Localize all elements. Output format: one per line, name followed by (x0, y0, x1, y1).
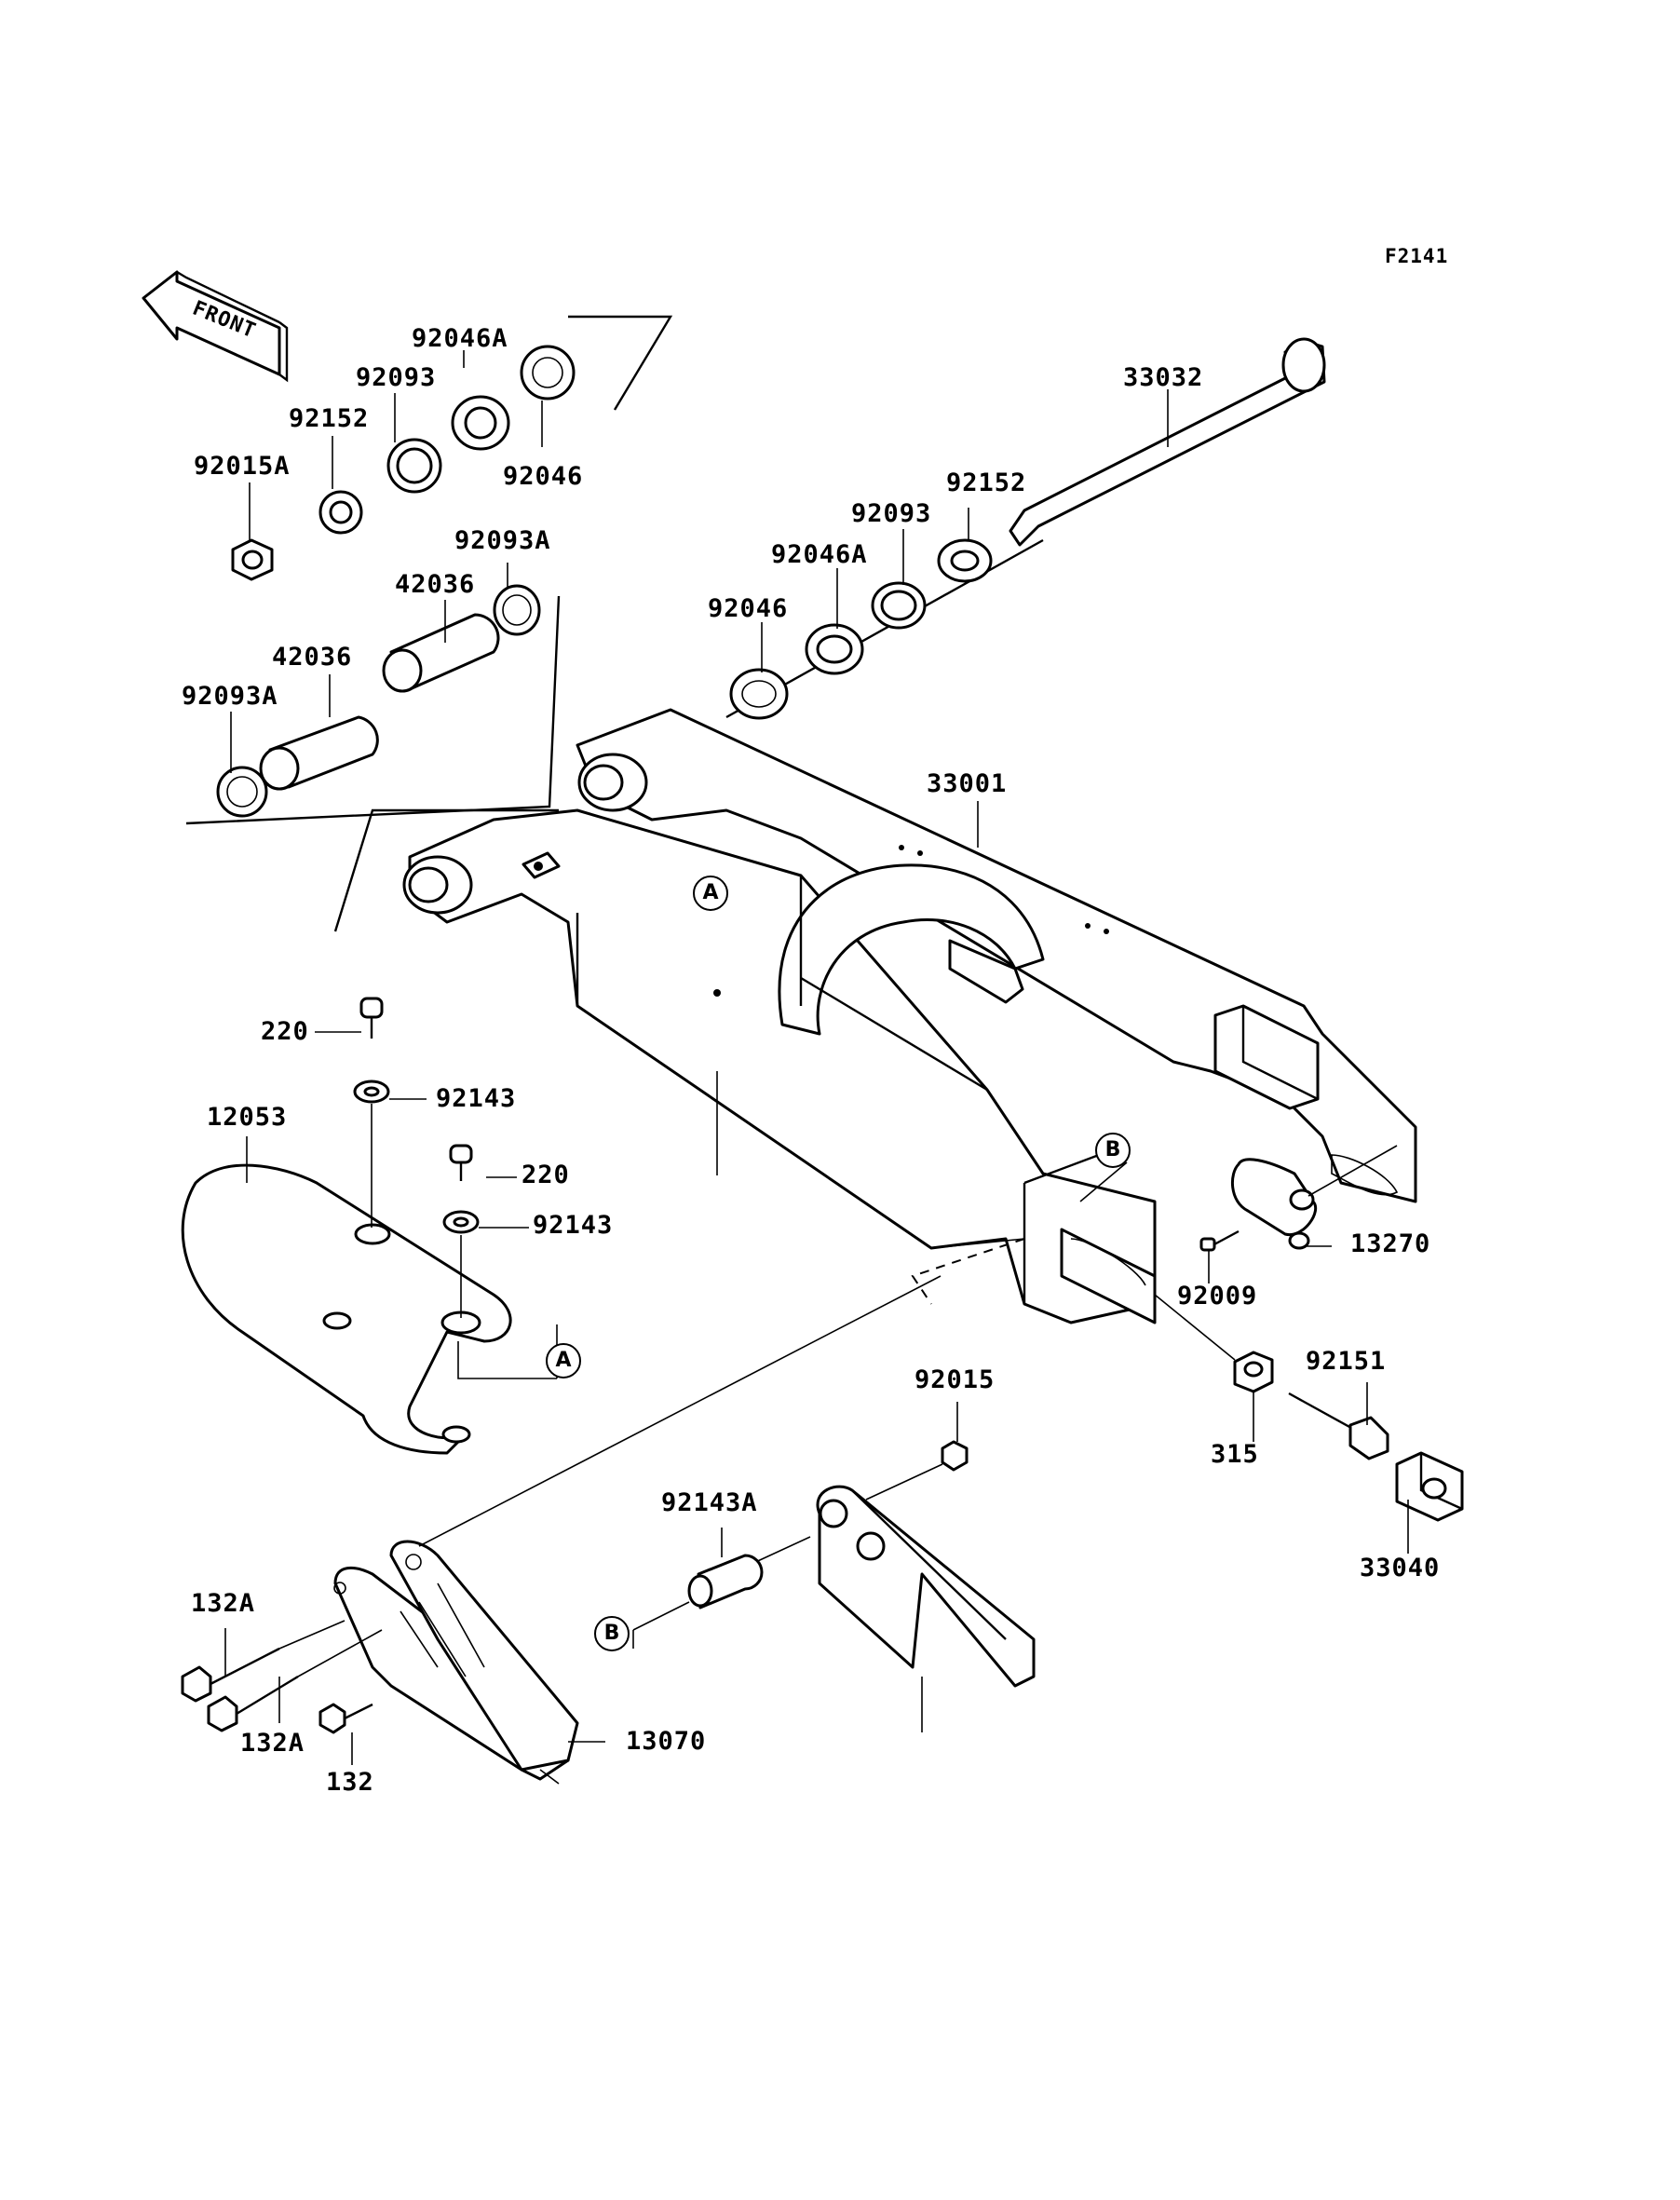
part-label: 92143 (436, 1084, 517, 1113)
chain-guide-ref-rear-hub (632, 1440, 1036, 1732)
figure-code: F2141 (1385, 245, 1449, 267)
part-label: 92093A (454, 526, 551, 555)
part-label: 33001 (927, 769, 1008, 798)
screws-220-washers-92143 (353, 997, 558, 1379)
callout-b: B (1095, 1133, 1131, 1168)
part-label: 42036 (395, 570, 476, 599)
part-label: 92046A (771, 540, 868, 569)
front-arrow-icon (142, 270, 289, 383)
part-label: 132A (240, 1729, 305, 1758)
part-label: 92093A (182, 682, 278, 711)
pivot-seal-parts-left (231, 345, 576, 581)
part-label: 92143 (533, 1211, 614, 1240)
part-label: 92151 (1306, 1347, 1387, 1376)
part-label: 92009 (1177, 1282, 1258, 1310)
part-label: 92143A (661, 1488, 758, 1517)
callout-a: A (693, 876, 728, 911)
part-label: 92093 (851, 499, 932, 528)
part-label: 315 (1211, 1440, 1259, 1469)
part-label: 92046A (412, 324, 508, 353)
cover-13270 (1199, 1145, 1398, 1252)
collars-42036 (216, 584, 541, 818)
part-label: 92093 (356, 363, 437, 392)
chain-guide-13070 (181, 1275, 942, 1785)
adjuster-parts (1154, 1294, 1464, 1522)
part-label: 132A (191, 1589, 256, 1618)
part-label: 92015 (915, 1365, 996, 1394)
part-label: 132 (326, 1768, 374, 1797)
swingarm-33001 (402, 708, 1417, 1324)
leader-lines (224, 350, 1409, 1765)
part-label: 92015A (194, 452, 291, 481)
part-label: 220 (522, 1161, 570, 1189)
callout-b: B (594, 1616, 630, 1651)
part-label: 33040 (1360, 1554, 1441, 1582)
pivot-seal-parts-right (729, 538, 993, 720)
part-label: 92152 (946, 469, 1027, 497)
part-label: 92046 (708, 594, 789, 623)
part-label: 13270 (1350, 1229, 1431, 1258)
part-label: 13070 (626, 1727, 707, 1756)
chain-slide-12053 (181, 1163, 512, 1455)
part-label: 12053 (207, 1103, 288, 1132)
part-label: 33032 (1123, 363, 1204, 392)
part-label: 92152 (289, 404, 370, 433)
part-label: 92046 (503, 462, 584, 491)
callout-a: A (546, 1343, 581, 1378)
part-label: 220 (261, 1017, 309, 1046)
part-label: 42036 (272, 643, 353, 672)
